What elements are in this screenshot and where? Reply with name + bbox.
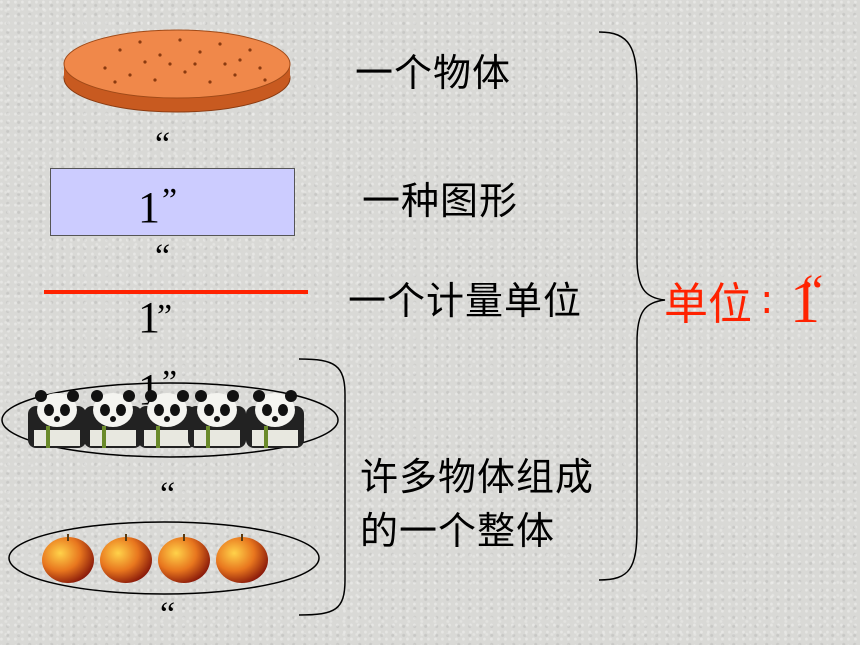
unit-colon: : <box>760 277 774 323</box>
panda-icon <box>28 390 86 448</box>
label-group-line1: 许多物体组成 <box>360 455 595 499</box>
apple-group <box>8 521 320 595</box>
large-brace <box>598 31 666 581</box>
label-measure-unit: 一个计量单位 <box>348 279 583 323</box>
panda-icon <box>246 390 304 448</box>
label-group-line2: 的一个整体 <box>360 509 556 553</box>
unit-quote: “ <box>802 265 824 318</box>
group-bracket <box>298 358 346 616</box>
one-mark: 1 <box>138 293 160 342</box>
open-quote-mark: “ <box>160 476 176 513</box>
panda-icon <box>84 390 142 448</box>
unit-label: 单位 <box>664 279 752 330</box>
close-quote-mark: ” <box>157 298 173 335</box>
label-object: 一个物体 <box>355 51 512 95</box>
panda-group <box>1 382 339 458</box>
apple-icon <box>158 534 210 583</box>
apple-icon <box>42 534 94 583</box>
label-shape: 一种图形 <box>362 179 519 223</box>
open-quote-mark: “ <box>155 238 171 275</box>
open-quote-mark: “ <box>155 126 171 163</box>
panda-icon <box>188 390 246 448</box>
open-quote-mark: “ <box>160 596 176 633</box>
apple-icon <box>216 534 268 583</box>
one-mark: 1 <box>138 183 160 232</box>
apple-icon <box>100 534 152 583</box>
shape-rectangle <box>50 168 295 236</box>
measure-line <box>44 290 308 294</box>
panda-icon <box>138 390 196 448</box>
close-quote-mark: ” <box>162 182 178 219</box>
unit-one: 1 <box>790 269 820 335</box>
cookie-icon <box>63 29 291 113</box>
